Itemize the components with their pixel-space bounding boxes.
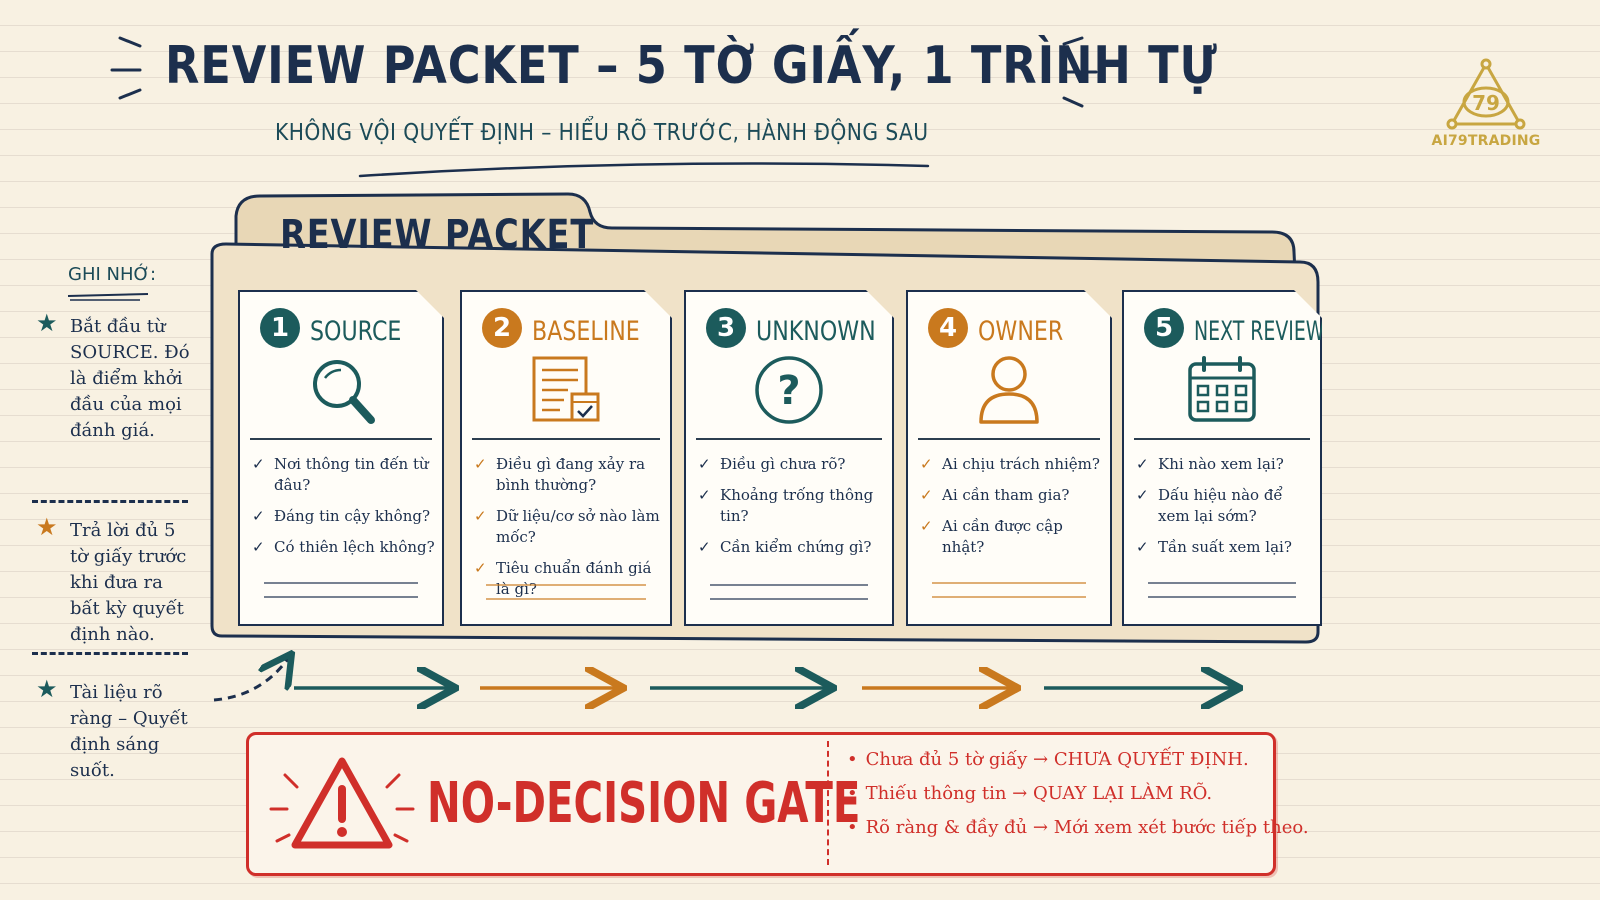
- question-icon: ?: [686, 354, 892, 426]
- star-icon: ★: [36, 310, 58, 337]
- blank-line: [486, 598, 646, 600]
- question-item: ✓Điều gì chưa rõ?: [698, 455, 846, 473]
- step-number: 1: [260, 308, 300, 348]
- svg-text:?: ?: [777, 368, 800, 414]
- note-item: ★ Trả lời đủ 5 tờ giấy trước khi đưa ra …: [36, 514, 196, 648]
- blank-line: [264, 596, 418, 598]
- blank-line: [1148, 582, 1296, 584]
- page-subtitle: KHÔNG VỘI QUYẾT ĐỊNH – HIỂU RÕ TRƯỚC, HÀ…: [275, 120, 929, 146]
- divider: [32, 652, 188, 655]
- card-owner: 4 OWNER ✓Ai chịu trách nhiệm? ✓Ai cần th…: [906, 290, 1112, 626]
- card-divider: [472, 438, 660, 440]
- question-item: ✓Có thiên lệch không?: [252, 538, 435, 556]
- gate-title: NO-DECISION GATE: [427, 771, 861, 836]
- gate-rule: •Rõ ràng & đầy đủ → Mới xem xét bước tiế…: [847, 817, 1309, 838]
- logo-text: AI79TRADING: [1431, 133, 1541, 149]
- card-unknown: 3 UNKNOWN ? ✓Điều gì chưa rõ? ✓Khoảng tr…: [684, 290, 894, 626]
- question-item: ✓Dữ liệu/cơ sở nào làm mốc?: [474, 507, 660, 546]
- blank-line: [486, 584, 646, 586]
- question-item: ✓Dấu hiệu nào để xem lại sớm?: [1136, 486, 1283, 525]
- folder-title: REVIEW PACKET: [280, 212, 595, 258]
- question-item: ✓Ai cần được cập nhật?: [920, 517, 1063, 556]
- logo-mark: 79: [1472, 91, 1500, 115]
- no-decision-gate: NO-DECISION GATE •Chưa đủ 5 tờ giấy → CH…: [246, 732, 1309, 876]
- blank-line: [932, 596, 1086, 598]
- card-title: NEXT REVIEW: [1194, 316, 1325, 347]
- document-check-icon: [462, 354, 670, 426]
- blank-line: [710, 598, 868, 600]
- card-divider: [1134, 438, 1310, 440]
- logo-icon: 79: [1446, 58, 1526, 130]
- question-list: ✓Khi nào xem lại? ✓Dấu hiệu nào để xem l…: [1136, 454, 1314, 568]
- question-item: ✓Khi nào xem lại?: [1136, 455, 1284, 473]
- question-item: ✓Nơi thông tin đến từ đâu?: [252, 455, 429, 494]
- card-title: UNKNOWN: [756, 316, 876, 347]
- card-source: 1 SOURCE ✓Nơi thông tin đến từ đâu? ✓Đán…: [238, 290, 444, 626]
- question-list: ✓Nơi thông tin đến từ đâu? ✓Đáng tin cậy…: [252, 454, 436, 568]
- card-title: BASELINE: [532, 316, 640, 347]
- note-text: Tài liệu rõ ràng – Quyết định sáng suốt.: [70, 682, 188, 781]
- note-text: Trả lời đủ 5 tờ giấy trước khi đưa ra bấ…: [70, 520, 187, 645]
- magnifier-icon: [240, 354, 442, 426]
- notes-title: GHI NHỚ:: [68, 264, 157, 285]
- step-number: 5: [1144, 308, 1184, 348]
- warning-icon: [269, 757, 415, 849]
- question-item: ✓Ai cần tham gia?: [920, 486, 1070, 504]
- note-text: Bắt đầu từ SOURCE. Đó là điểm khởi đầu c…: [70, 316, 190, 441]
- star-icon: ★: [36, 676, 58, 703]
- blank-line: [264, 582, 418, 584]
- card-next-review: 5 NEXT REVIEW ✓Khi nào xem lại? ✓Dấu hiệ…: [1122, 290, 1322, 626]
- page-title: REVIEW PACKET – 5 TỜ GIẤY, 1 TRÌNH TỰ: [165, 36, 1218, 96]
- gate-rule: •Thiếu thông tin → QUAY LẠI LÀM RÕ.: [847, 783, 1213, 804]
- calendar-icon: [1124, 354, 1320, 426]
- question-item: ✓Đáng tin cậy không?: [252, 507, 431, 525]
- question-list: ✓Điều gì đang xảy ra bình thường? ✓Dữ li…: [474, 454, 664, 610]
- gate-rule: •Chưa đủ 5 tờ giấy → CHƯA QUYẾT ĐỊNH.: [847, 749, 1249, 770]
- step-number: 3: [706, 308, 746, 348]
- question-list: ✓Điều gì chưa rõ? ✓Khoảng trống thông ti…: [698, 454, 886, 568]
- divider: [32, 500, 188, 503]
- question-item: ✓Khoảng trống thông tin?: [698, 486, 874, 525]
- gate-rules: •Chưa đủ 5 tờ giấy → CHƯA QUYẾT ĐỊNH. •T…: [847, 743, 1309, 845]
- question-item: ✓Tần suất xem lại?: [1136, 538, 1292, 556]
- brand-logo: 79 AI79TRADING: [1426, 58, 1546, 149]
- question-item: ✓Tiêu chuẩn đánh giá là gì?: [474, 559, 652, 598]
- gate-divider: [827, 741, 829, 865]
- step-number: 2: [482, 308, 522, 348]
- blank-line: [1148, 596, 1296, 598]
- note-item: ★ Bắt đầu từ SOURCE. Đó là điểm khởi đầu…: [36, 310, 196, 444]
- blank-line: [710, 584, 868, 586]
- person-icon: [908, 354, 1110, 426]
- card-title: SOURCE: [310, 316, 402, 347]
- note-item: ★ Tài liệu rõ ràng – Quyết định sáng suố…: [36, 676, 196, 784]
- question-item: ✓Cần kiểm chứng gì?: [698, 538, 872, 556]
- step-number: 4: [928, 308, 968, 348]
- question-list: ✓Ai chịu trách nhiệm? ✓Ai cần tham gia? …: [920, 454, 1104, 568]
- card-divider: [250, 438, 432, 440]
- blank-line: [932, 582, 1086, 584]
- question-item: ✓Ai chịu trách nhiệm?: [920, 455, 1100, 473]
- card-baseline: 2 BASELINE ✓Điều gì đang xảy ra bình thư…: [460, 290, 672, 626]
- question-item: ✓Điều gì đang xảy ra bình thường?: [474, 455, 646, 494]
- card-title: OWNER: [978, 316, 1064, 347]
- card-divider: [918, 438, 1100, 440]
- star-icon: ★: [36, 514, 58, 541]
- card-divider: [696, 438, 882, 440]
